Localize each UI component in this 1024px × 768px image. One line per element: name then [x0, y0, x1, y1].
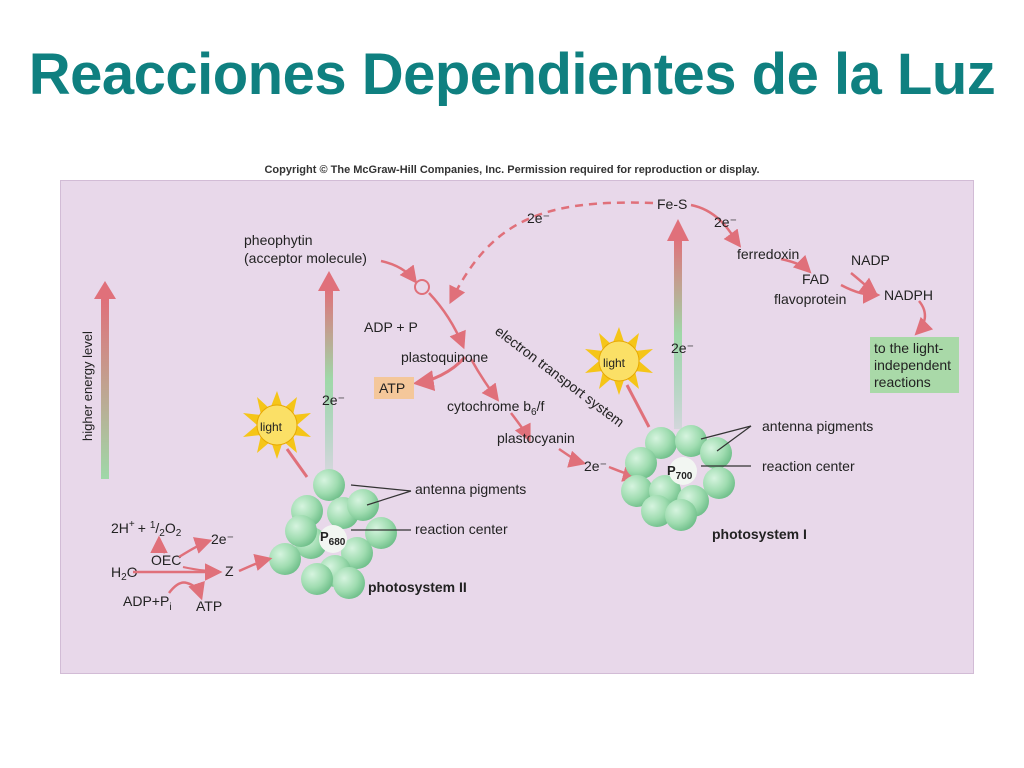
plastocyanin-label: plastocyanin: [497, 430, 575, 446]
atp-bottom-label: ATP: [196, 598, 222, 614]
plastocyanin-to-ps1-arrow: [558, 447, 587, 468]
fe-s-label: Fe-S: [657, 196, 687, 212]
ps1-2e-label: 2e⁻: [671, 340, 694, 356]
ps2-energy-arrow: [318, 271, 340, 469]
ps2-light-arrow: [285, 448, 309, 478]
oec-label: OEC: [151, 552, 181, 568]
ferredoxin-to-fad-arrow: [780, 254, 812, 274]
copyright-notice: Copyright © The McGraw-Hill Companies, I…: [264, 164, 760, 176]
acceptor-circle: [414, 279, 430, 295]
z-label: Z: [225, 563, 234, 579]
acceptor-to-plastoquinone-arrow: [428, 292, 466, 350]
ps1-antenna-pigments-label: antenna pigments: [762, 418, 873, 434]
chain-2e-label: 2e⁻: [584, 458, 607, 474]
oec-to-z-curve: [182, 566, 220, 572]
adp-p-label: ADP + P: [364, 319, 418, 335]
cyclic-2e-label: 2e⁻: [527, 210, 550, 226]
photosystem-i-label: photosystem I: [712, 526, 807, 542]
ps2-reaction-center-label: reaction center: [415, 521, 508, 537]
atp-box: [374, 377, 414, 399]
pheophytin-label: pheophytin: [244, 232, 313, 248]
light-reactions-figure: higher energy level 2e⁻ 2e⁻ 2e⁻ pheophyt…: [60, 180, 974, 674]
slide-title: Reacciones Dependientes de la Luz: [28, 42, 996, 107]
fes-2e-label: 2e⁻: [714, 214, 737, 230]
h2o-label: H2O: [111, 564, 138, 583]
adp-to-atp-arrow: [168, 580, 205, 601]
higher-energy-level-label: higher energy level: [80, 331, 95, 441]
ferredoxin-label: ferredoxin: [737, 246, 799, 262]
oec-2e-label: 2e⁻: [211, 531, 234, 547]
cytochrome-to-plastocyanin-arrow: [510, 412, 531, 443]
p680-label: P680: [320, 529, 346, 548]
photosystem-i-cluster: [621, 425, 735, 531]
light-reactions-diagram: higher energy level 2e⁻ 2e⁻ 2e⁻ pheophyt…: [80, 196, 959, 614]
photosystem-ii-cluster: [269, 469, 397, 599]
acceptor-molecule-label: (acceptor molecule): [244, 250, 367, 266]
atp-label: ATP: [379, 380, 405, 396]
light-independent-label-2: independent: [874, 357, 951, 373]
light-independent-box: [870, 337, 959, 393]
plastoquinone-to-cytochrome-arrow: [469, 358, 500, 402]
plastoquinone-label: plastoquinone: [401, 349, 488, 365]
p700-label: P700: [667, 463, 693, 482]
oec-to-2e-arrow: [178, 537, 213, 559]
light-independent-label-1: to the light-: [874, 340, 944, 356]
ps1-light-arrow: [625, 384, 651, 428]
cytochrome-label: cytochrome b6/f: [447, 398, 544, 418]
flavoprotein-label: flavoprotein: [774, 291, 846, 307]
energy-axis-arrow: [94, 281, 116, 479]
photosystem-ii-label: photosystem II: [368, 579, 467, 595]
nadph-label: NADPH: [884, 287, 933, 303]
nadph-to-light-independent-arrow: [914, 300, 934, 336]
h-plus-label: 2H++ 1/2O2: [111, 519, 182, 539]
cyclic-electron-flow-arrow: [449, 201, 654, 305]
ps1-reaction-center-label: reaction center: [762, 458, 855, 474]
fad-to-nadph-arrow: [840, 283, 881, 304]
light-sun-icon-ps2: [243, 391, 311, 459]
oec-to-h-plus-arrow: [150, 535, 168, 554]
light-label-ps2: light: [260, 420, 283, 434]
fes-to-ferredoxin-arrow: [690, 203, 742, 248]
light-label-ps1: light: [603, 356, 626, 370]
pheophytin-arrow: [380, 259, 418, 284]
plastoquinone-to-atp-arrow: [412, 355, 467, 392]
fad-label: FAD: [802, 271, 829, 287]
adp-pi-label: ADP+Pi: [123, 593, 172, 613]
light-sun-icon-ps1: [585, 327, 653, 395]
ps2-antenna-pigments-label: antenna pigments: [415, 481, 526, 497]
light-independent-label-3: reactions: [874, 374, 931, 390]
nadp-label: NADP: [851, 252, 890, 268]
ps2-2e-label: 2e⁻: [322, 392, 345, 408]
ps1-energy-arrow: [667, 219, 689, 429]
z-to-ps2-arrow: [238, 553, 273, 573]
